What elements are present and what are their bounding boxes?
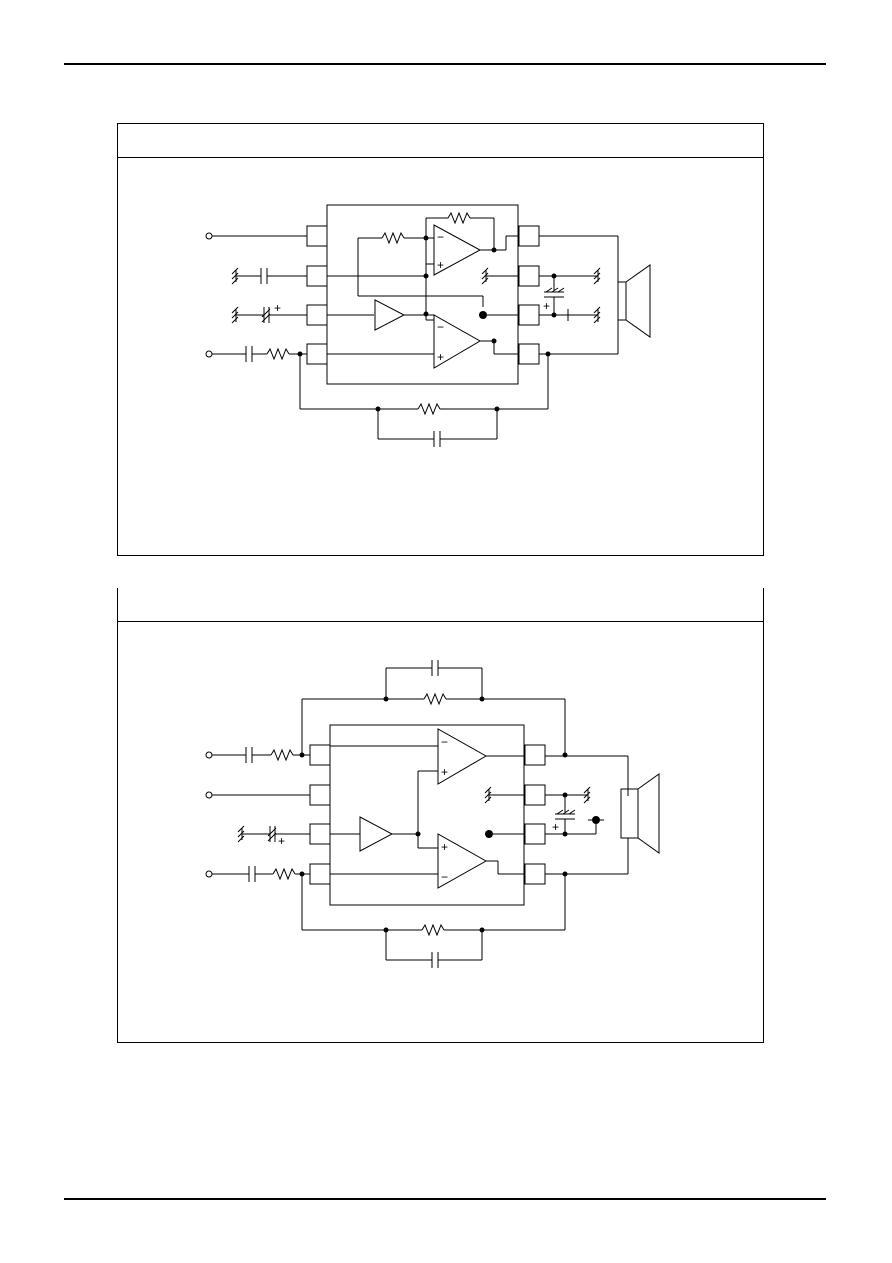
cap-polarity-plus: +	[274, 301, 281, 315]
top-rule	[64, 63, 826, 65]
pin-left-3	[309, 823, 331, 845]
ground-icon	[593, 267, 601, 285]
capacitor-icon	[261, 307, 271, 323]
buffer-icon	[359, 816, 394, 852]
capacitor-icon	[248, 866, 256, 882]
pin-left-4	[309, 863, 331, 885]
input-terminal-4	[205, 350, 246, 358]
schematic-panel-2: + − + + −	[117, 588, 764, 1043]
pin-left-2	[306, 265, 328, 287]
input-terminal-1	[205, 751, 246, 759]
pin-right-1	[524, 744, 546, 766]
pin-right-2	[524, 784, 546, 806]
bottom-rule	[64, 1198, 826, 1200]
input-terminal-2	[205, 791, 310, 799]
speaker-icon	[617, 264, 651, 338]
op-amp-icon	[433, 224, 482, 276]
ground-icon	[583, 786, 591, 804]
upper-amp-plus: +	[437, 258, 444, 272]
capacitor-icon	[433, 431, 441, 447]
cap-polarity-plus: +	[278, 834, 285, 848]
pin-left-1	[309, 744, 331, 766]
ic-package	[329, 724, 525, 906]
upper-amp-minus: −	[437, 230, 444, 244]
resistor-icon	[423, 692, 447, 706]
capacitor-icon	[245, 346, 253, 362]
ground-icon	[593, 306, 601, 324]
pin-right-2	[518, 265, 540, 287]
pin-left-4	[306, 343, 328, 365]
circuit-diagram-1: + − +	[205, 204, 651, 447]
pin-right-3	[524, 823, 546, 845]
lower-amp-minus: −	[441, 870, 448, 884]
lower-amp-plus: +	[437, 350, 444, 364]
upper-amp-minus: −	[441, 735, 448, 749]
resistor-icon	[417, 402, 441, 416]
op-amp-icon	[433, 314, 482, 369]
upper-amp-plus: +	[441, 765, 448, 779]
resistor-icon	[272, 867, 296, 881]
buffer-icon	[374, 299, 406, 331]
pin-left-2	[309, 784, 331, 806]
pin-right-3	[518, 304, 540, 326]
resistor-icon	[421, 923, 445, 937]
lower-amp-plus: +	[441, 840, 448, 854]
circuit-diagram-2: + − + + −	[205, 660, 660, 968]
resistor-icon	[266, 347, 290, 361]
op-amp-icon	[437, 728, 488, 785]
capacitor-icon	[431, 660, 439, 676]
panel-1-header	[118, 124, 763, 158]
ic-package	[326, 204, 519, 385]
resistor-icon	[381, 231, 405, 245]
cap-polarity-plus-2: +	[552, 820, 559, 834]
op-amp-icon	[437, 833, 488, 889]
capacitor-icon	[431, 952, 439, 968]
schematic-panel-1: + − +	[117, 123, 764, 556]
lower-amp-minus: −	[437, 320, 444, 334]
pin-right-4	[524, 863, 546, 885]
capacitor-icon	[267, 826, 277, 842]
pin-right-4	[518, 343, 540, 365]
input-terminal-1	[205, 232, 307, 240]
pin-right-1	[518, 225, 540, 247]
capacitor-icon	[260, 268, 268, 284]
cap-polarity-plus-2: +	[543, 299, 550, 313]
input-terminal-4	[205, 870, 249, 878]
pin-left-3	[306, 304, 328, 326]
pin-left-1	[306, 225, 328, 247]
speaker-icon	[620, 773, 660, 854]
capacitor-icon	[245, 747, 253, 763]
resistor-icon	[447, 211, 471, 225]
resistor-icon	[270, 748, 294, 762]
panel-2-header	[118, 588, 763, 622]
